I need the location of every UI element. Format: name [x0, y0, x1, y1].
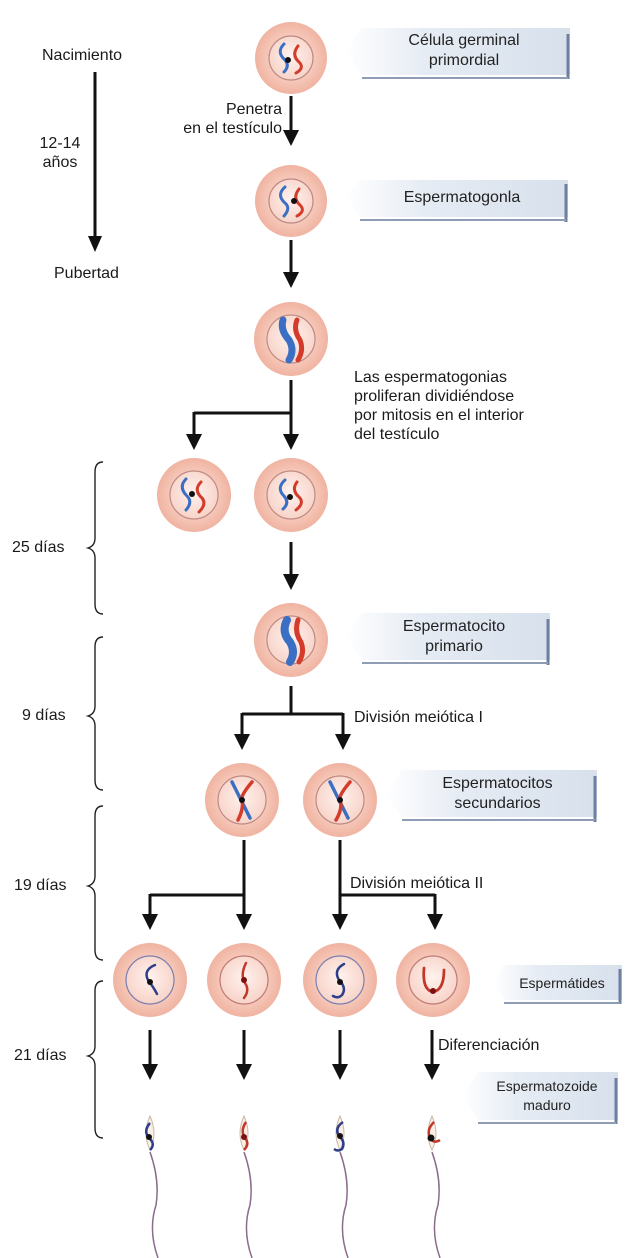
- stage-label-espermatozoide: Espermatozoide maduro: [496, 1078, 598, 1113]
- label-box-espermatides: [492, 965, 622, 1004]
- cell-espermatocito-primario: [254, 603, 328, 677]
- stage-label-espermatogonia: Espermatogonla: [403, 189, 521, 206]
- cell-espermatide-1: [113, 943, 187, 1017]
- arrow-heads: [142, 130, 443, 1080]
- cell-espermatide-4: [396, 943, 470, 1017]
- cell-espermatocito-secundario-2: [303, 763, 377, 837]
- timeline-end-label: Pubertad: [54, 265, 119, 282]
- proliferan-annotation: Las espermatogonias proliferan dividiénd…: [354, 369, 524, 443]
- stage-label-celula-germinal: Célula germinal primordial: [408, 32, 520, 69]
- cell-espermatogonia: [255, 165, 327, 237]
- label-box-celula-germinal: [345, 28, 570, 79]
- label-box-espermatocito-primario: [345, 613, 550, 665]
- meiosis-1-annotation: División meiótica I: [354, 709, 483, 726]
- penetra-annotation: Penetra en el testículo: [183, 101, 282, 137]
- espermatozoide-2: [239, 1114, 253, 1258]
- label-box-espermatocitos-secundarios: [385, 770, 597, 822]
- cell-espermatogonia-hija-2: [254, 458, 328, 532]
- meiosis-2-annotation: División meiótica II: [350, 875, 484, 892]
- stage-label-espermatocito-primario: Espermatocito primario: [402, 618, 506, 655]
- duration-25-dias: 25 días: [12, 539, 65, 556]
- espermatozoide-1: [145, 1114, 159, 1258]
- cell-espermatide-2: [207, 943, 281, 1017]
- duration-19-dias: 19 días: [14, 877, 67, 894]
- cell-celula-germinal-primordial: [255, 22, 327, 94]
- diferenciacion-annotation: Diferenciación: [438, 1037, 540, 1054]
- timeline-arrow: [88, 72, 102, 252]
- espermatozoide-3: [333, 1114, 349, 1258]
- espermatozoide-4: [427, 1114, 441, 1258]
- timeline-start-label: Nacimiento: [42, 47, 123, 64]
- duration-braces: [85, 461, 104, 1139]
- stage-label-espermatides: Espermátides: [519, 975, 605, 991]
- cell-espermatide-3: [303, 943, 377, 1017]
- duration-9-dias: 9 días: [22, 707, 66, 724]
- timeline-age-label: 12-14 años: [39, 135, 81, 171]
- duration-21-dias: 21 días: [14, 1047, 67, 1064]
- cell-espermatocito-secundario-1: [205, 763, 279, 837]
- label-box-espermatogonia: [345, 180, 568, 222]
- label-box-espermatozoide: [462, 1072, 618, 1124]
- stage-label-espermatocitos-secundarios: Espermatocitos secundarios: [442, 775, 553, 812]
- cell-espermatogonia-replicada: [254, 302, 328, 376]
- cell-espermatogonia-hija-1: [157, 458, 231, 532]
